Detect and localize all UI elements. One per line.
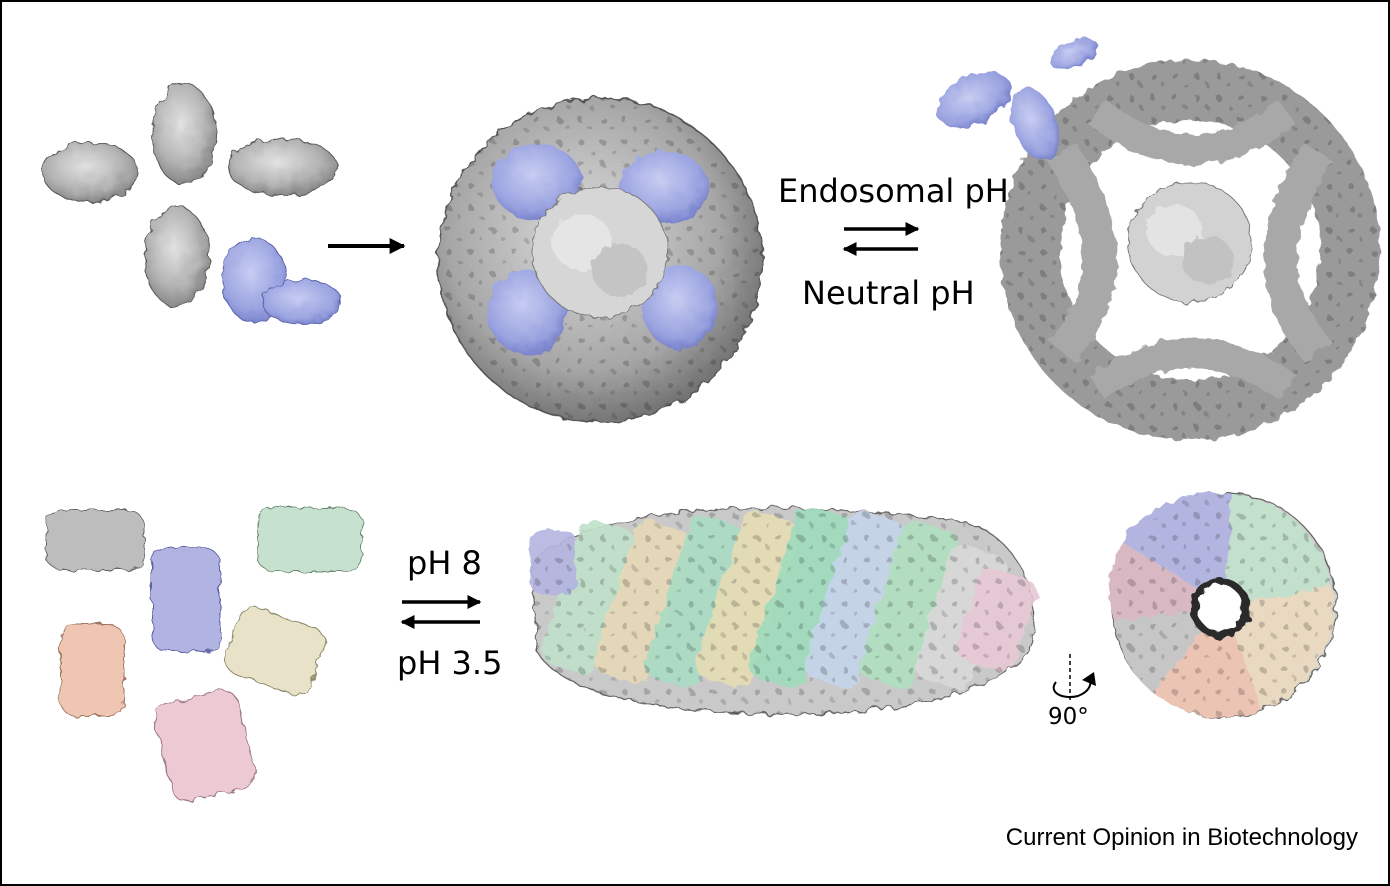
- monomer-blue: [261, 279, 343, 325]
- monomer-gray: [41, 141, 139, 203]
- monomer-mint: [257, 507, 363, 573]
- filament-end-view: [1110, 492, 1337, 718]
- bottom-monomers: [45, 507, 363, 803]
- monomer-gray: [144, 206, 210, 308]
- bottom-reverse-label: pH 3.5: [397, 644, 503, 682]
- monomer-lavender: [151, 547, 221, 653]
- bottom-forward-label: pH 8: [407, 544, 482, 582]
- journal-credit: Current Opinion in Biotechnology: [1005, 824, 1358, 851]
- monomer-cream: [224, 606, 326, 696]
- monomer-gray: [151, 83, 217, 185]
- top-equilibrium-arrows: [842, 222, 920, 256]
- top-monomers: [41, 83, 343, 325]
- released-blue-subunits: [936, 38, 1099, 161]
- top-forward-label: Endosomal pH: [778, 172, 1009, 210]
- top-reverse-label: Neutral pH: [802, 274, 975, 312]
- bottom-equilibrium-arrows: [400, 595, 482, 629]
- monomer-pink: [153, 689, 257, 803]
- monomer-gray: [226, 138, 338, 196]
- monomer-peach: [59, 623, 125, 717]
- assembled-filament: [530, 506, 1037, 715]
- open-cage: [936, 38, 1380, 440]
- monomer-gray: [45, 509, 145, 571]
- rotation-icon: [1052, 654, 1096, 702]
- assembled-cage: [437, 97, 763, 423]
- rotation-label: 90°: [1048, 704, 1089, 730]
